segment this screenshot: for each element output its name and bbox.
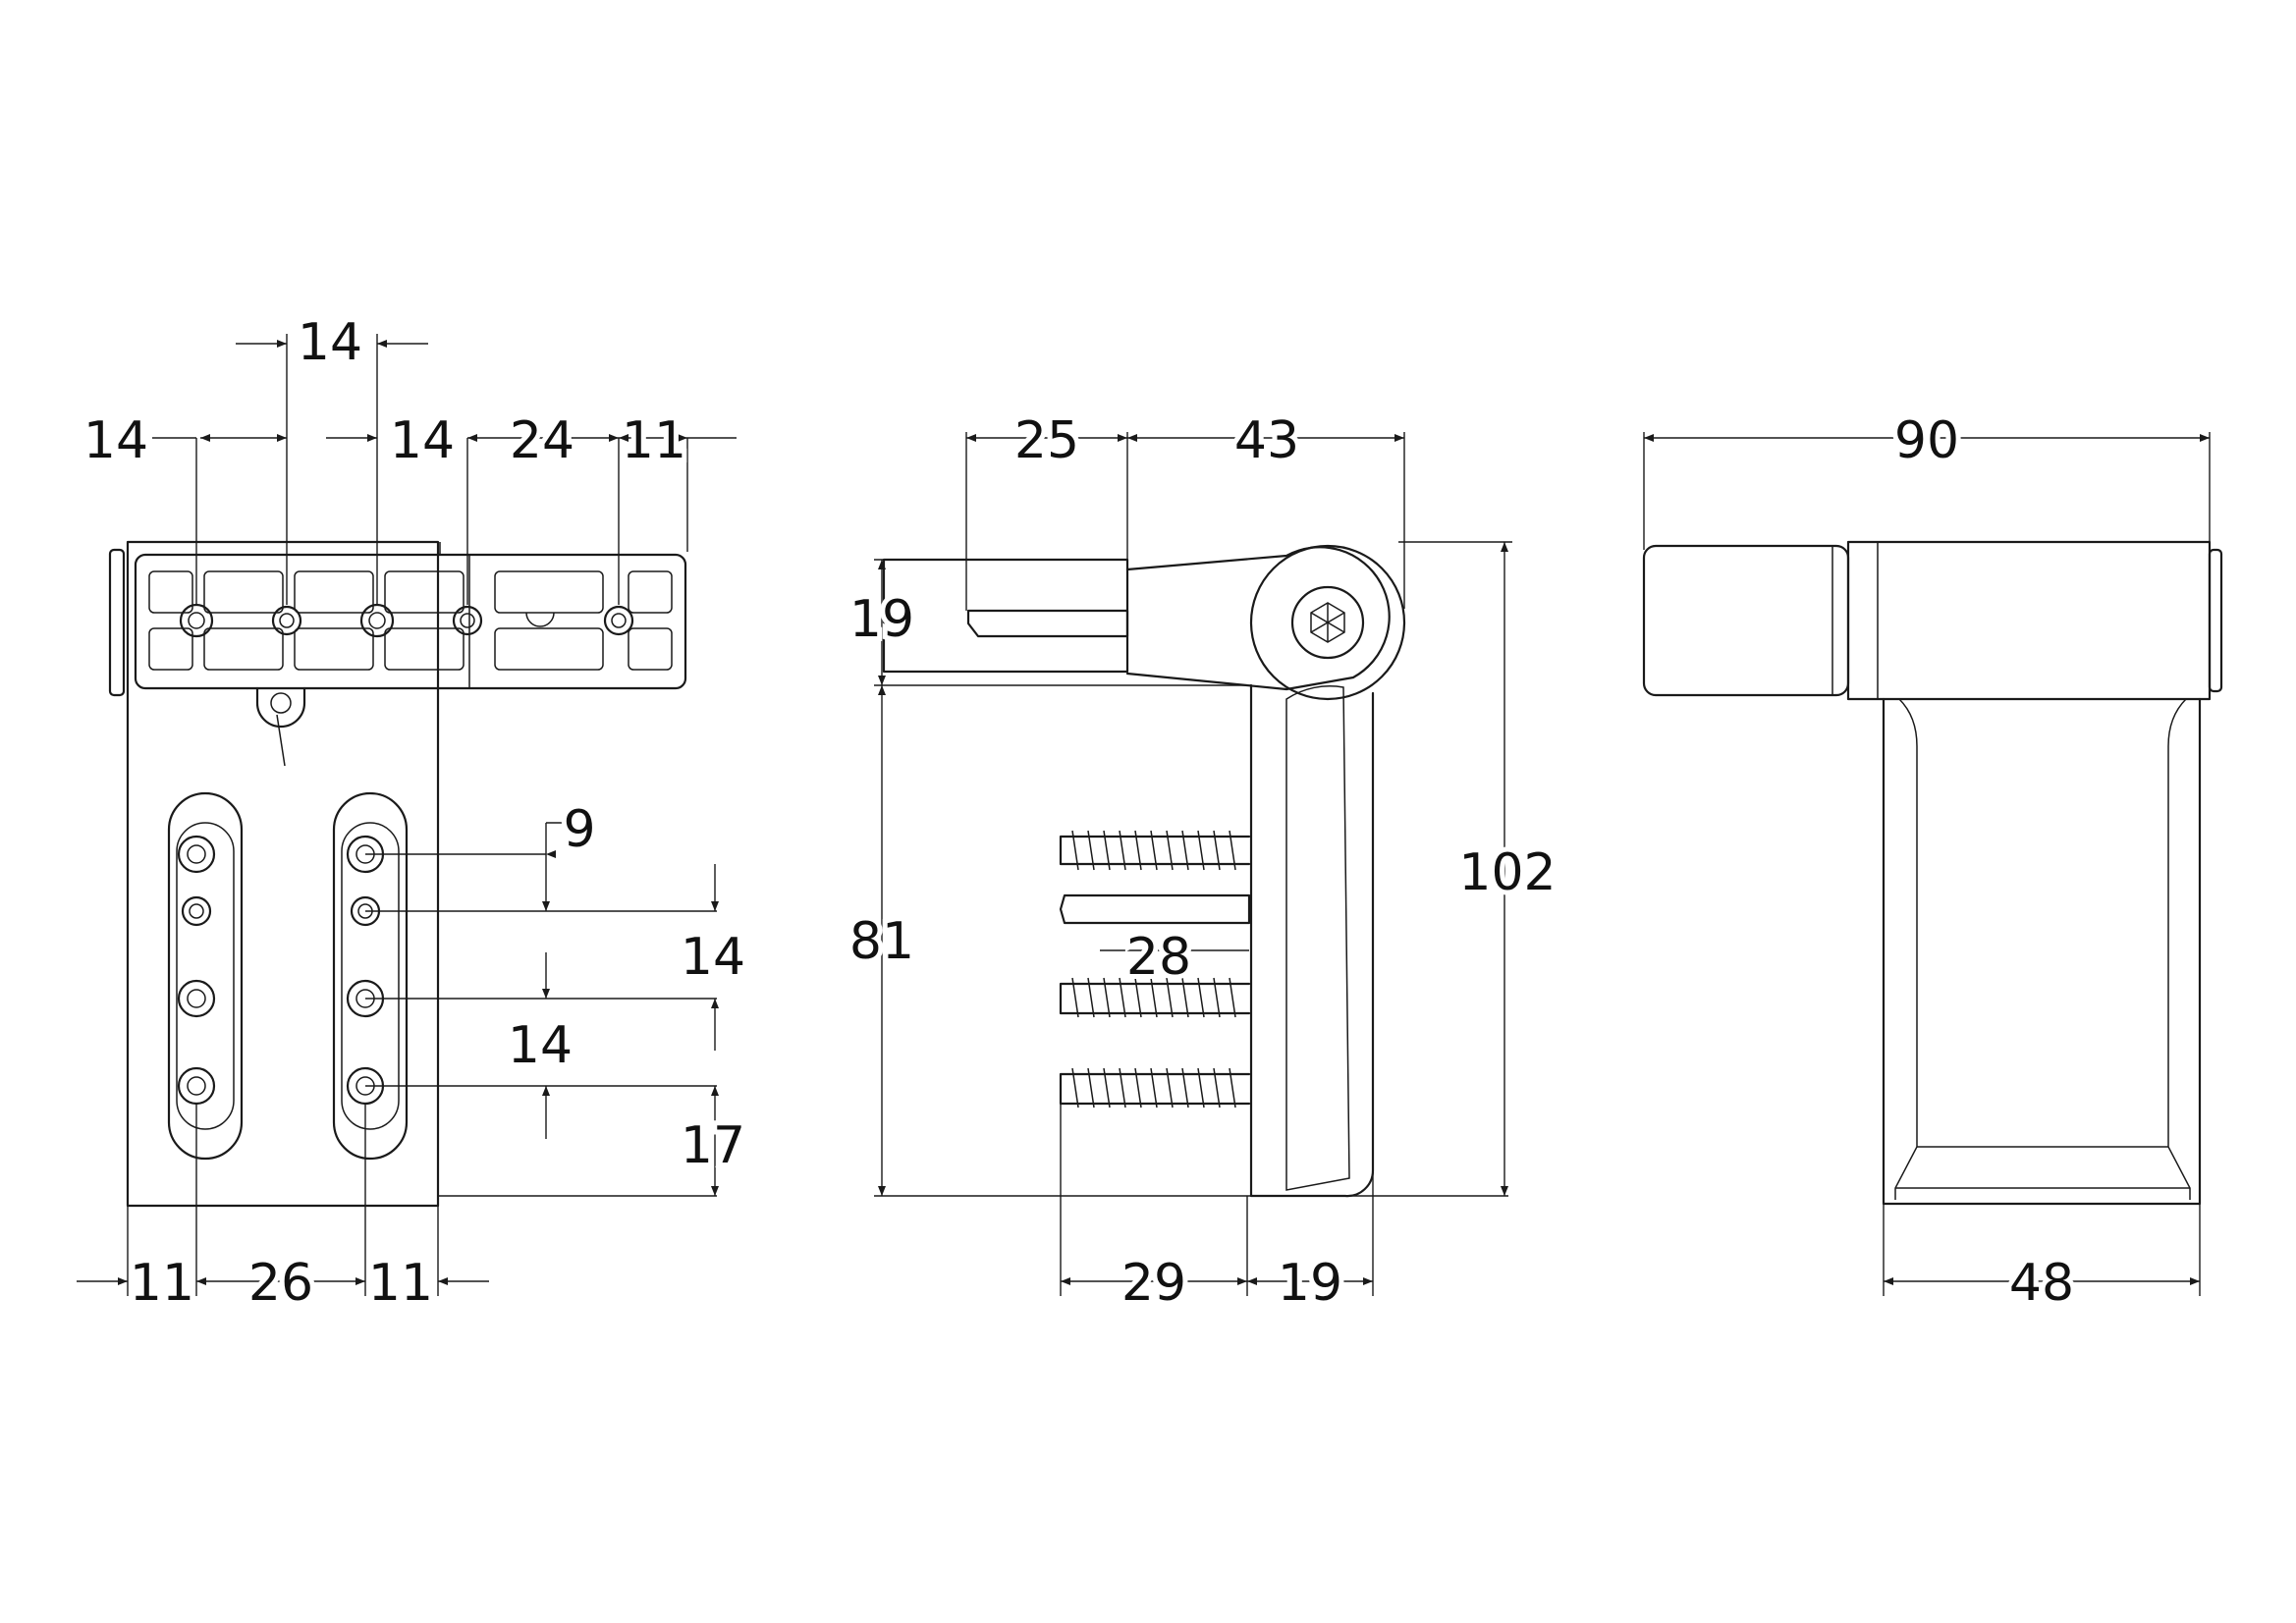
dim-side-28: 28 (1126, 928, 1191, 987)
dim-front-bottom-left-11: 11 (130, 1254, 194, 1313)
side-leg (1249, 683, 1375, 1198)
dim-front-left-14: 14 (83, 411, 148, 470)
front-right-dimensions (365, 822, 719, 1197)
dim-side-29: 29 (1121, 1254, 1186, 1313)
side-pin (966, 609, 1129, 638)
front-view: 14 14 14 24 11 9 14 14 17 11 26 11 (77, 308, 750, 1318)
front-bottom-dimensions (77, 1104, 489, 1296)
side-arm-taper (1125, 546, 1391, 691)
side-knuckle (1249, 544, 1406, 701)
end-barrel (1846, 540, 2212, 701)
dim-front-inner-14: 14 (508, 1016, 573, 1075)
dim-end-48: 48 (2009, 1254, 2074, 1313)
dim-front-bottom-26: 26 (248, 1254, 313, 1313)
side-dimensions (874, 432, 1512, 1296)
end-cap-left (1642, 544, 1850, 697)
front-top-dimensions (152, 334, 737, 605)
end-view: 90 48 (1642, 406, 2223, 1318)
side-screws (1059, 830, 1251, 1109)
dim-side-102: 102 (1458, 843, 1556, 902)
dim-side-25: 25 (1014, 411, 1079, 470)
side-knuckle-boss (1290, 585, 1365, 660)
dim-front-bottom-right-11: 11 (368, 1254, 433, 1313)
right-slot (332, 791, 409, 1161)
dim-side-19: 19 (849, 590, 914, 649)
end-cap-right (2208, 548, 2223, 693)
dim-front-top-14: 14 (298, 313, 362, 372)
hinge-end-cap (108, 548, 126, 697)
dim-side-81: 81 (849, 912, 914, 971)
side-view: 25 43 19 81 102 28 29 19 (845, 406, 1561, 1318)
leaf-pockets (148, 570, 673, 671)
dim-front-right-14: 14 (681, 928, 745, 987)
side-arm-block (882, 558, 1129, 674)
frame-plate (126, 540, 440, 1208)
end-bracket (1882, 697, 2202, 1206)
end-dimensions (1643, 432, 2211, 1296)
dim-side-43: 43 (1234, 411, 1299, 470)
dim-side-bottom-19: 19 (1278, 1254, 1342, 1313)
hex-socket-icon (1310, 602, 1345, 643)
leaf-holes (179, 603, 634, 638)
dim-front-17: 17 (681, 1116, 745, 1175)
side-leg-inner (1285, 685, 1350, 1191)
dim-front-slot-24: 24 (510, 411, 574, 470)
grub-screw (255, 686, 306, 767)
hinge-leaf (134, 553, 687, 690)
dim-front-9: 9 (563, 800, 595, 859)
dim-front-edge-11: 11 (622, 411, 686, 470)
left-slot (167, 791, 244, 1161)
dim-front-middle-14: 14 (390, 411, 455, 470)
dim-end-90: 90 (1894, 411, 1959, 470)
